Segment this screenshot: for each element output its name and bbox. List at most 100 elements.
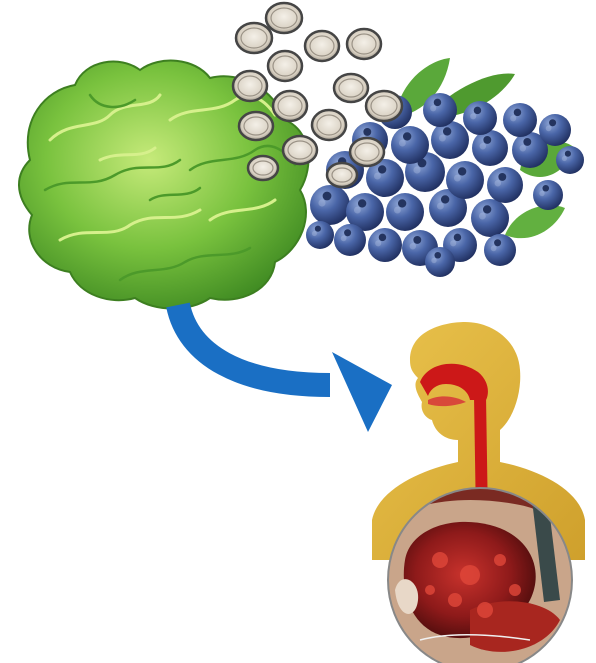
- blueberry-leaf: [505, 205, 565, 238]
- blueberry-crown: [379, 234, 386, 241]
- blueberry-bloom: [562, 156, 567, 161]
- blueberry-crown: [565, 151, 571, 157]
- blueberry: [391, 126, 429, 164]
- blueberry-crown: [434, 252, 441, 259]
- liver-lesion: [477, 602, 493, 618]
- blueberry-bloom: [430, 105, 436, 111]
- blueberry: [386, 193, 424, 231]
- blueberry: [463, 101, 497, 135]
- blueberry-bloom: [318, 199, 325, 206]
- blueberry: [334, 224, 366, 256]
- blueberry-bloom: [450, 240, 456, 246]
- blueberry-bloom: [454, 175, 461, 182]
- blueberry: [446, 161, 484, 199]
- parasite-egg: [273, 91, 307, 121]
- liver-lesion: [432, 552, 448, 568]
- parasite-egg: [334, 74, 368, 102]
- blueberry-crown: [403, 132, 411, 140]
- parasite-egg: [268, 51, 302, 81]
- blueberry-crown: [498, 173, 506, 181]
- blueberry-bloom: [374, 173, 381, 180]
- blueberry-bloom: [341, 236, 347, 242]
- parasite-egg: [312, 110, 346, 140]
- liver-lesion: [494, 554, 506, 566]
- blueberry: [425, 247, 455, 277]
- blueberry-bloom: [439, 135, 446, 142]
- liver-lesion: [448, 593, 462, 607]
- blueberry-bloom: [470, 113, 476, 119]
- blueberry-crown: [363, 128, 371, 136]
- blueberry: [487, 167, 523, 203]
- blueberry-crown: [344, 229, 351, 236]
- blueberry-bloom: [495, 180, 501, 186]
- blueberry-bloom: [413, 166, 420, 173]
- blueberry-crown: [315, 226, 321, 232]
- blueberry-bloom: [410, 243, 416, 249]
- blueberry-crown: [483, 205, 491, 213]
- blueberry-bloom: [520, 145, 526, 151]
- blueberry: [431, 121, 469, 159]
- arrow-head: [332, 352, 392, 432]
- parasite-egg: [239, 112, 273, 140]
- blueberry: [484, 234, 516, 266]
- blueberry-crown: [483, 136, 491, 144]
- blueberry: [533, 180, 563, 210]
- blueberry-crown: [458, 167, 466, 175]
- blueberry-crown: [413, 236, 421, 244]
- blueberry-bloom: [312, 231, 317, 236]
- blueberry: [539, 114, 571, 146]
- parasite-egg: [248, 156, 278, 180]
- parasite-egg: [327, 163, 357, 187]
- blueberry-bloom: [375, 240, 381, 246]
- blueberry-crown: [398, 199, 406, 207]
- blueberry-crown: [474, 107, 481, 114]
- blueberry-crown: [434, 99, 441, 106]
- blueberry-crown: [514, 109, 521, 116]
- blueberry-crown: [441, 195, 449, 203]
- blueberry-crown: [542, 185, 549, 192]
- blueberry: [310, 185, 350, 225]
- blueberry: [368, 228, 402, 262]
- parasite-egg: [266, 3, 302, 33]
- blueberry-bloom: [546, 126, 552, 132]
- arrow-shaft: [178, 305, 330, 385]
- blueberry-bloom: [437, 203, 444, 210]
- blueberry-crown: [454, 234, 461, 241]
- blueberry-bloom: [399, 140, 406, 147]
- blueberry: [503, 103, 537, 137]
- parasite-egg: [305, 31, 339, 61]
- blueberry-bloom: [479, 213, 486, 220]
- blueberry-bloom: [510, 115, 516, 121]
- liver-lesion: [425, 585, 435, 595]
- parasite-egg: [347, 29, 381, 59]
- parasite-eggs-cluster: [233, 3, 402, 187]
- parasite-egg: [283, 136, 317, 164]
- blueberry-crown: [549, 119, 556, 126]
- blueberry: [471, 199, 509, 237]
- blueberry-crown: [443, 127, 451, 135]
- blueberry-bloom: [431, 258, 436, 263]
- liver-lesion: [509, 584, 521, 596]
- blueberry-crown: [358, 199, 366, 207]
- blueberry-bloom: [491, 246, 497, 252]
- blueberry-crown: [523, 138, 531, 146]
- blueberry-bloom: [539, 191, 544, 196]
- parasite-egg: [350, 138, 384, 166]
- lettuce-illustration: [19, 61, 308, 309]
- blueberry: [423, 93, 457, 127]
- transmission-arrow: [178, 305, 392, 432]
- liver-lesion: [460, 565, 480, 585]
- blueberry: [556, 146, 584, 174]
- blueberry-bloom: [394, 207, 401, 214]
- blueberry: [306, 221, 334, 249]
- blueberry-crown: [323, 192, 332, 201]
- blueberry: [472, 130, 508, 166]
- parasite-egg: [236, 23, 272, 53]
- parasite-egg: [366, 91, 402, 121]
- blueberry-crown: [494, 239, 501, 246]
- blueberry-bloom: [480, 143, 486, 149]
- parasite-egg: [233, 71, 267, 101]
- blueberry-bloom: [354, 207, 361, 214]
- liver-surgery-inset: [388, 488, 572, 663]
